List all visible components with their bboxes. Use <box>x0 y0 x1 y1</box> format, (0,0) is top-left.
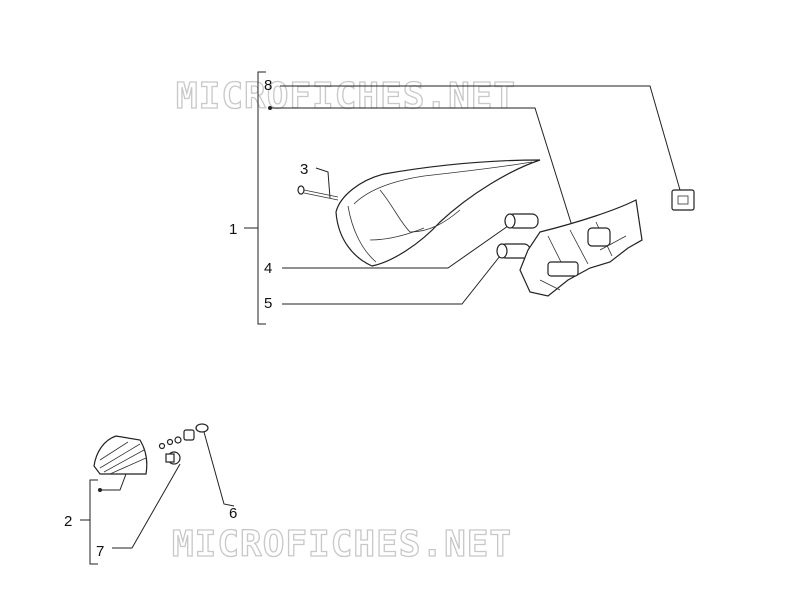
leader-lines-lower <box>98 431 235 549</box>
callout-5: 5 <box>264 295 272 312</box>
indicator-bulb-part-7 <box>165 451 181 465</box>
bulb-part-4 <box>504 213 539 229</box>
lamp-holder-part-8 <box>519 199 643 297</box>
clip-part <box>671 189 695 211</box>
indicator-lens <box>93 435 148 475</box>
callout-4: 4 <box>264 260 272 277</box>
bulb-part-5 <box>496 243 531 259</box>
callout-8: 8 <box>264 77 272 94</box>
watermark-bottom: MICROFICHES.NET <box>172 524 512 565</box>
callout-1: 1 <box>229 221 237 238</box>
indicator-hardware-part-6 <box>158 423 209 450</box>
bracket-group-2 <box>80 479 98 565</box>
bracket-group-1 <box>244 71 266 325</box>
callout-3: 3 <box>300 161 308 178</box>
screw-part-3 <box>297 185 339 201</box>
callout-2: 2 <box>64 513 72 530</box>
callout-7: 7 <box>96 543 104 560</box>
leader-lines-upper <box>268 85 681 305</box>
callout-6: 6 <box>229 505 237 522</box>
taillight-lens <box>335 159 541 267</box>
watermark-top: MICROFICHES.NET <box>176 76 516 117</box>
